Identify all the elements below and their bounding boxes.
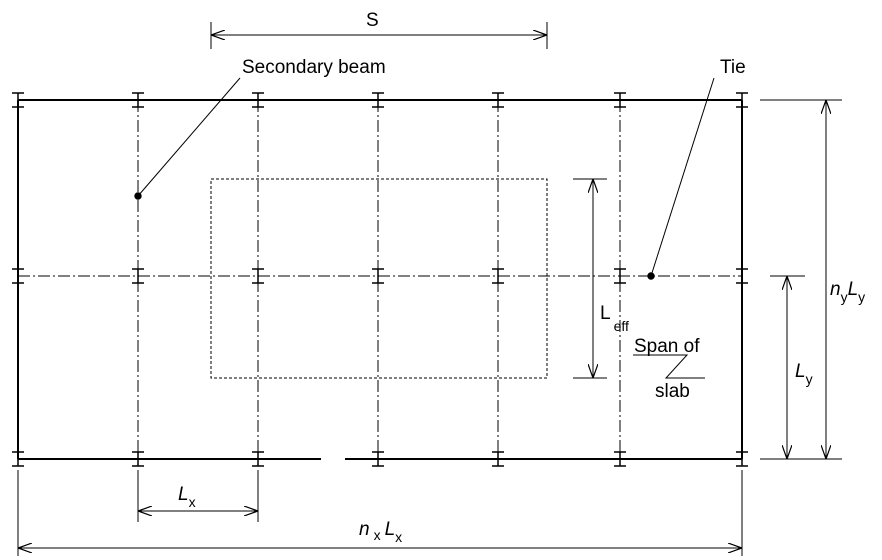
lx-label: Lx	[178, 484, 196, 510]
column-icon	[736, 92, 748, 108]
nyly-n-subscript: y	[841, 289, 848, 305]
nxlx-l-subscript: x	[395, 529, 402, 545]
ly-main: L	[795, 361, 806, 382]
column-icon	[736, 268, 748, 284]
column-icon	[614, 268, 626, 284]
nyly-l-subscript: y	[858, 289, 865, 305]
column-icon	[736, 451, 748, 467]
ly-subscript: y	[806, 371, 813, 387]
nxlx-l: L	[385, 519, 396, 540]
column-icon	[614, 451, 626, 467]
secondary-beam-label: Secondary beam	[242, 57, 386, 78]
nyly-label: nyLy	[830, 279, 865, 305]
tie-label: Tie	[720, 57, 746, 78]
leff-subscript: eff	[614, 318, 629, 334]
tie-dot	[647, 272, 655, 280]
nxlx-n-subscript: x	[374, 527, 381, 543]
column-icon	[492, 451, 504, 467]
column-icon	[492, 268, 504, 284]
span-of-slab-line2: slab	[655, 381, 690, 402]
secondary-beam-lines	[137, 100, 621, 459]
leff-label: Leff	[600, 303, 629, 334]
column-icon	[372, 451, 384, 467]
primary-beams	[17, 99, 743, 460]
s-label: S	[366, 10, 379, 31]
column-icon	[12, 268, 24, 284]
secondary-beam-leader	[137, 77, 241, 197]
column-icon	[252, 451, 264, 467]
column-icon	[12, 451, 24, 467]
lx-subscript: x	[189, 494, 196, 510]
column-icon	[614, 92, 626, 108]
column-icon	[12, 92, 24, 108]
tie-leader	[650, 77, 715, 277]
column-icon	[372, 268, 384, 284]
column-icon	[132, 451, 144, 467]
nyly-n: n	[830, 279, 841, 300]
dimensions	[17, 22, 842, 556]
column-icon	[492, 92, 504, 108]
lx-main: L	[178, 484, 189, 505]
column-icon	[132, 268, 144, 284]
column-icon	[132, 92, 144, 108]
leff-main: L	[600, 303, 611, 324]
effective-area-rectangle	[210, 178, 548, 379]
leaders	[134, 77, 715, 280]
column-icon	[372, 92, 384, 108]
column-icon	[252, 92, 264, 108]
column-icon	[252, 268, 264, 284]
span-of-slab-marker	[633, 354, 705, 379]
nxlx-n: n	[359, 519, 370, 540]
secondary-beam-dot	[134, 192, 142, 200]
nyly-l: L	[848, 279, 859, 300]
column-symbols	[12, 92, 748, 467]
ly-label: Ly	[795, 361, 813, 387]
span-of-slab-line1: Span of	[634, 336, 700, 357]
